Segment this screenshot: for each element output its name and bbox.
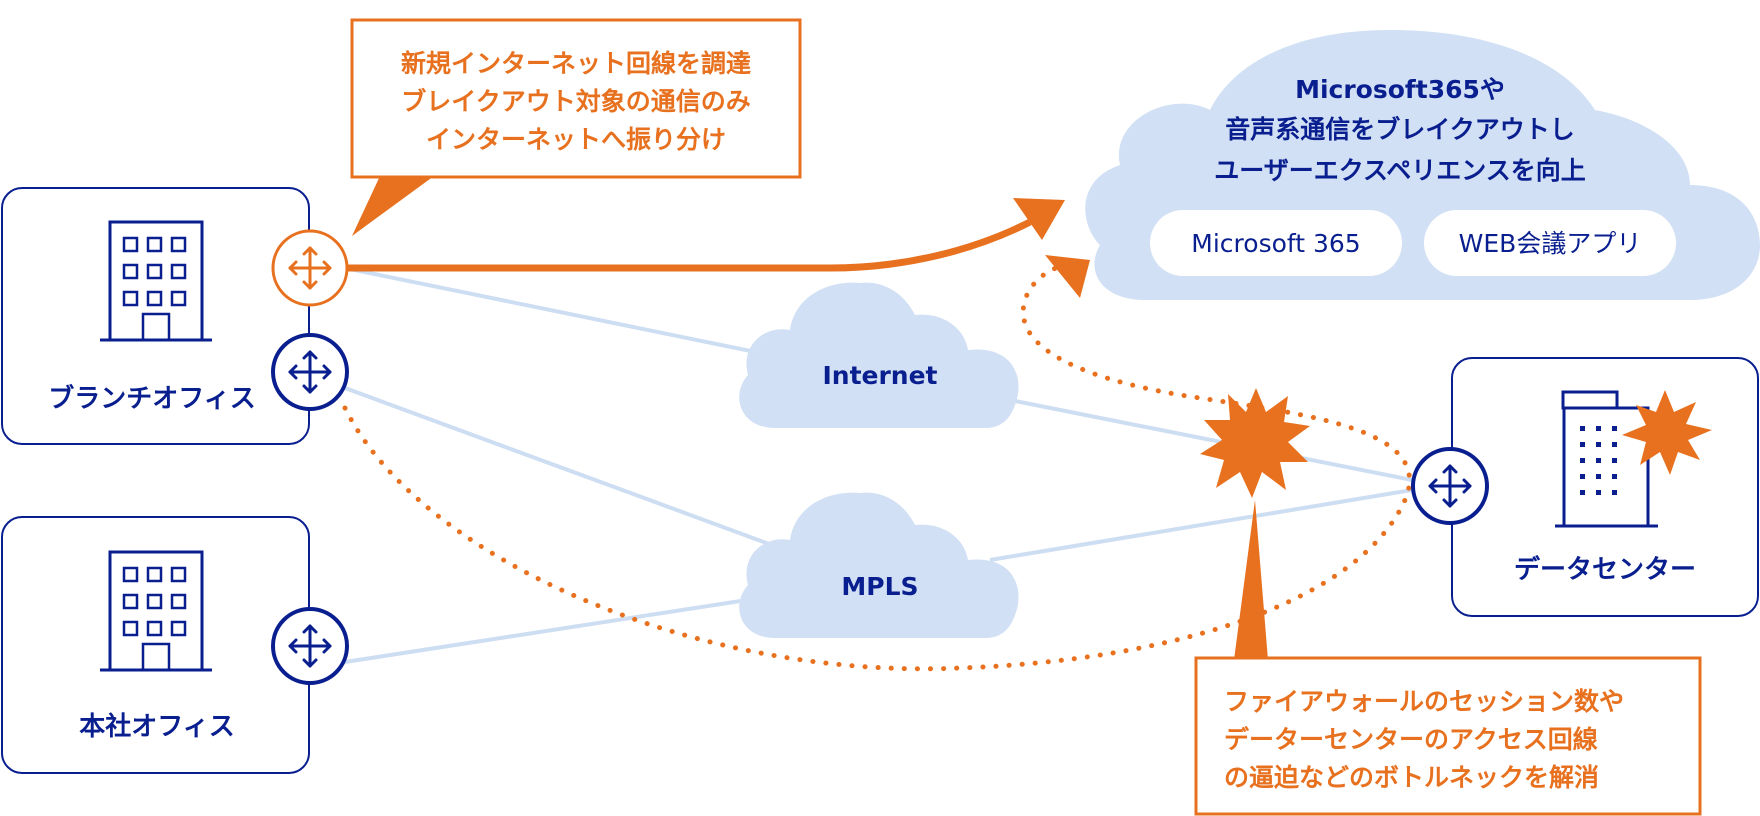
cloud-services-line-1: Microsoft365や	[1295, 75, 1505, 104]
link-internet-datacenter	[1009, 398, 1413, 482]
router-branch-breakout	[271, 229, 349, 307]
breakout-arrowhead	[1013, 198, 1065, 240]
callout-bottleneck-line-2: データーセンターのアクセス回線	[1224, 725, 1598, 754]
callout-bottleneck-box	[1194, 656, 1702, 816]
backhaul-dotted-path	[342, 262, 1412, 672]
internet-cloud: Internet	[739, 282, 1019, 428]
callout-breakout-line-3: インターネットへ振り分け	[426, 125, 726, 154]
data-center: データセンター	[1451, 357, 1759, 617]
head-office-label: 本社オフィス	[79, 711, 234, 742]
mpls-cloud-shape	[739, 492, 1019, 638]
callout-bottleneck: ファイアウォールのセッション数や データーセンターのアクセス回線 の逼迫などのボ…	[1194, 500, 1702, 816]
callout-breakout-line-1: 新規インターネット回線を調達	[401, 49, 751, 78]
breakout-path	[345, 218, 1032, 272]
cloud-services: Microsoft365や 音声系通信をブレイクアウトし ユーザーエクスペリエン…	[1085, 30, 1760, 301]
internet-cloud-shape	[739, 282, 1019, 428]
mpls-cloud: MPLS	[739, 492, 1019, 638]
router-data-center	[1411, 447, 1489, 525]
building-windows	[1580, 426, 1617, 495]
internet-cloud-label: Internet	[822, 361, 937, 390]
router-head-office	[271, 607, 349, 685]
app-pill-web-meeting: WEB会議アプリ	[1424, 210, 1676, 276]
router-branch-wan	[271, 333, 349, 411]
callout-breakout-line-2: ブレイクアウト対象の通信のみ	[401, 87, 751, 116]
backhaul-arrowhead	[1045, 255, 1090, 298]
callout-breakout-pointer	[352, 176, 434, 236]
explosion-icon	[1622, 390, 1712, 475]
head-office: 本社オフィス	[1, 516, 310, 774]
app-pill-microsoft365-label: Microsoft 365	[1191, 229, 1360, 258]
branch-office-box	[1, 187, 310, 445]
callout-bottleneck-pointer	[1234, 500, 1268, 660]
explosion-icon	[1200, 388, 1310, 498]
building-icon	[1555, 390, 1658, 528]
callout-breakout-box	[350, 18, 802, 179]
network-links	[344, 266, 1413, 664]
cloud-services-line-2: 音声系通信をブレイクアウトし	[1225, 115, 1575, 144]
link-headoffice-mpls	[344, 596, 761, 664]
link-branch-mpls	[344, 386, 781, 550]
callout-bottleneck-line-1: ファイアウォールのセッション数や	[1224, 687, 1624, 716]
branch-office: ブランチオフィス	[1, 187, 310, 445]
callout-breakout: 新規インターネット回線を調達 ブレイクアウト対象の通信のみ インターネットへ振り…	[350, 18, 802, 236]
branch-office-label: ブランチオフィス	[48, 383, 255, 414]
callout-bottleneck-line-3: の逼迫などのボトルネックを解消	[1224, 763, 1599, 792]
link-mpls-datacenter	[989, 488, 1413, 562]
link-branch-internet	[344, 266, 771, 357]
cloud-services-line-3: ユーザーエクスペリエンスを向上	[1214, 156, 1586, 185]
app-pill-microsoft365: Microsoft 365	[1150, 210, 1402, 276]
data-center-label: データセンター	[1514, 554, 1696, 585]
mpls-cloud-label: MPLS	[841, 572, 918, 601]
app-pill-web-meeting-label: WEB会議アプリ	[1459, 229, 1642, 258]
